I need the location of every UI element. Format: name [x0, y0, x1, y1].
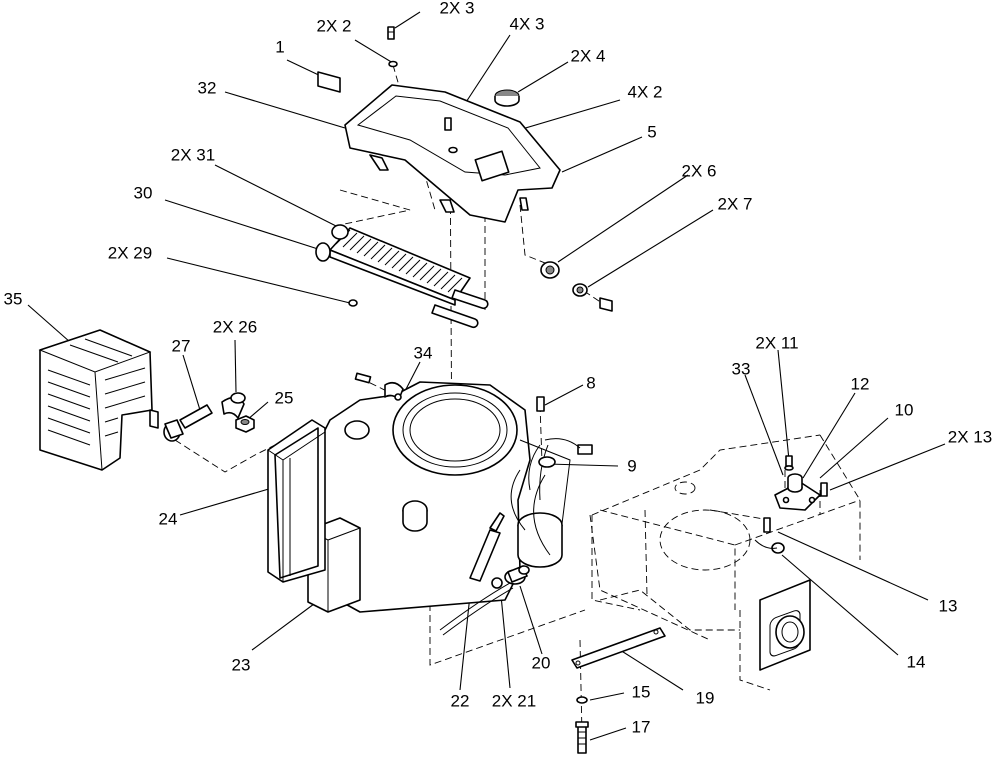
callout-35: 35 — [3, 289, 23, 309]
screw-8 — [536, 396, 545, 412]
callout-20: 20 — [531, 653, 551, 673]
washer-2x2 — [388, 60, 398, 68]
wire-harness-9 — [528, 438, 593, 501]
callout-9: 9 — [627, 456, 637, 476]
screw-2x3 — [387, 26, 395, 40]
oil-cooler — [315, 224, 489, 329]
callout-33: 33 — [731, 359, 751, 379]
mounting-plate-19 — [571, 627, 666, 669]
leader-lines — [27, 11, 946, 741]
callout-2x29: 2X 29 — [107, 243, 153, 263]
callout-17: 17 — [631, 717, 651, 737]
engine-top-cover — [344, 84, 561, 223]
exhaust-nipple — [163, 404, 213, 442]
washer-15 — [576, 696, 588, 704]
callout-27: 27 — [171, 336, 191, 356]
screw-2x13 — [820, 482, 828, 497]
callout-24: 24 — [158, 509, 178, 529]
callout-4x2: 4X 2 — [627, 82, 663, 102]
callout-15: 15 — [631, 682, 651, 702]
decal-part — [317, 71, 341, 93]
callout-30: 30 — [133, 183, 153, 203]
bolt-17 — [575, 721, 589, 754]
hose-clamp-2x21 — [491, 577, 503, 589]
callout-2x7: 2X 7 — [717, 194, 753, 214]
callout-4x3: 4X 3 — [509, 14, 545, 34]
grommet-2x6 — [540, 261, 560, 279]
callout-2x21: 2X 21 — [491, 691, 537, 711]
callout-2x26: 2X 26 — [212, 317, 258, 337]
chassis-frame — [591, 434, 861, 691]
callout-5: 5 — [647, 122, 657, 142]
callout-2x4: 2X 4 — [570, 46, 606, 66]
callout-8: 8 — [586, 373, 596, 393]
engine-block — [307, 381, 571, 613]
callout-13: 13 — [938, 596, 958, 616]
washer-4x2 — [448, 146, 458, 154]
throttle-bracket — [469, 512, 505, 582]
callout-14: 14 — [906, 652, 926, 672]
grommet-14 — [754, 539, 785, 554]
callout-2x13: 2X 13 — [947, 427, 993, 447]
hose-clamp-34 — [354, 372, 404, 401]
callout-1: 1 — [275, 37, 285, 57]
screw-2x11 — [784, 455, 794, 471]
screw-4x3 — [444, 117, 452, 131]
starter-solenoid — [774, 473, 821, 511]
callout-2x11: 2X 11 — [755, 333, 799, 353]
callout-19: 19 — [695, 688, 715, 708]
callout-34: 34 — [413, 343, 433, 363]
fuel-line-22 — [439, 582, 514, 636]
plug-2x4 — [494, 89, 520, 107]
callout-25: 25 — [274, 388, 294, 408]
air-filter — [267, 419, 326, 583]
callout-2x31: 2X 31 — [170, 145, 216, 165]
callout-32: 32 — [197, 78, 217, 98]
bushing-2x7 — [572, 283, 613, 312]
callout-2x3: 2X 3 — [439, 0, 475, 18]
callout-22: 22 — [450, 691, 470, 711]
callout-2x6: 2X 6 — [681, 161, 717, 181]
muffler-guard — [38, 329, 159, 471]
guard-slots — [47, 338, 146, 446]
callout-23: 23 — [231, 655, 251, 675]
exhaust-nut — [235, 415, 255, 433]
callout-2x2: 2X 2 — [316, 16, 352, 36]
bolt-13 — [763, 517, 771, 533]
callout-12: 12 — [850, 374, 870, 394]
fuel-filter-20 — [504, 565, 530, 585]
exhaust-elbow — [221, 392, 246, 419]
callout-10: 10 — [894, 400, 914, 420]
